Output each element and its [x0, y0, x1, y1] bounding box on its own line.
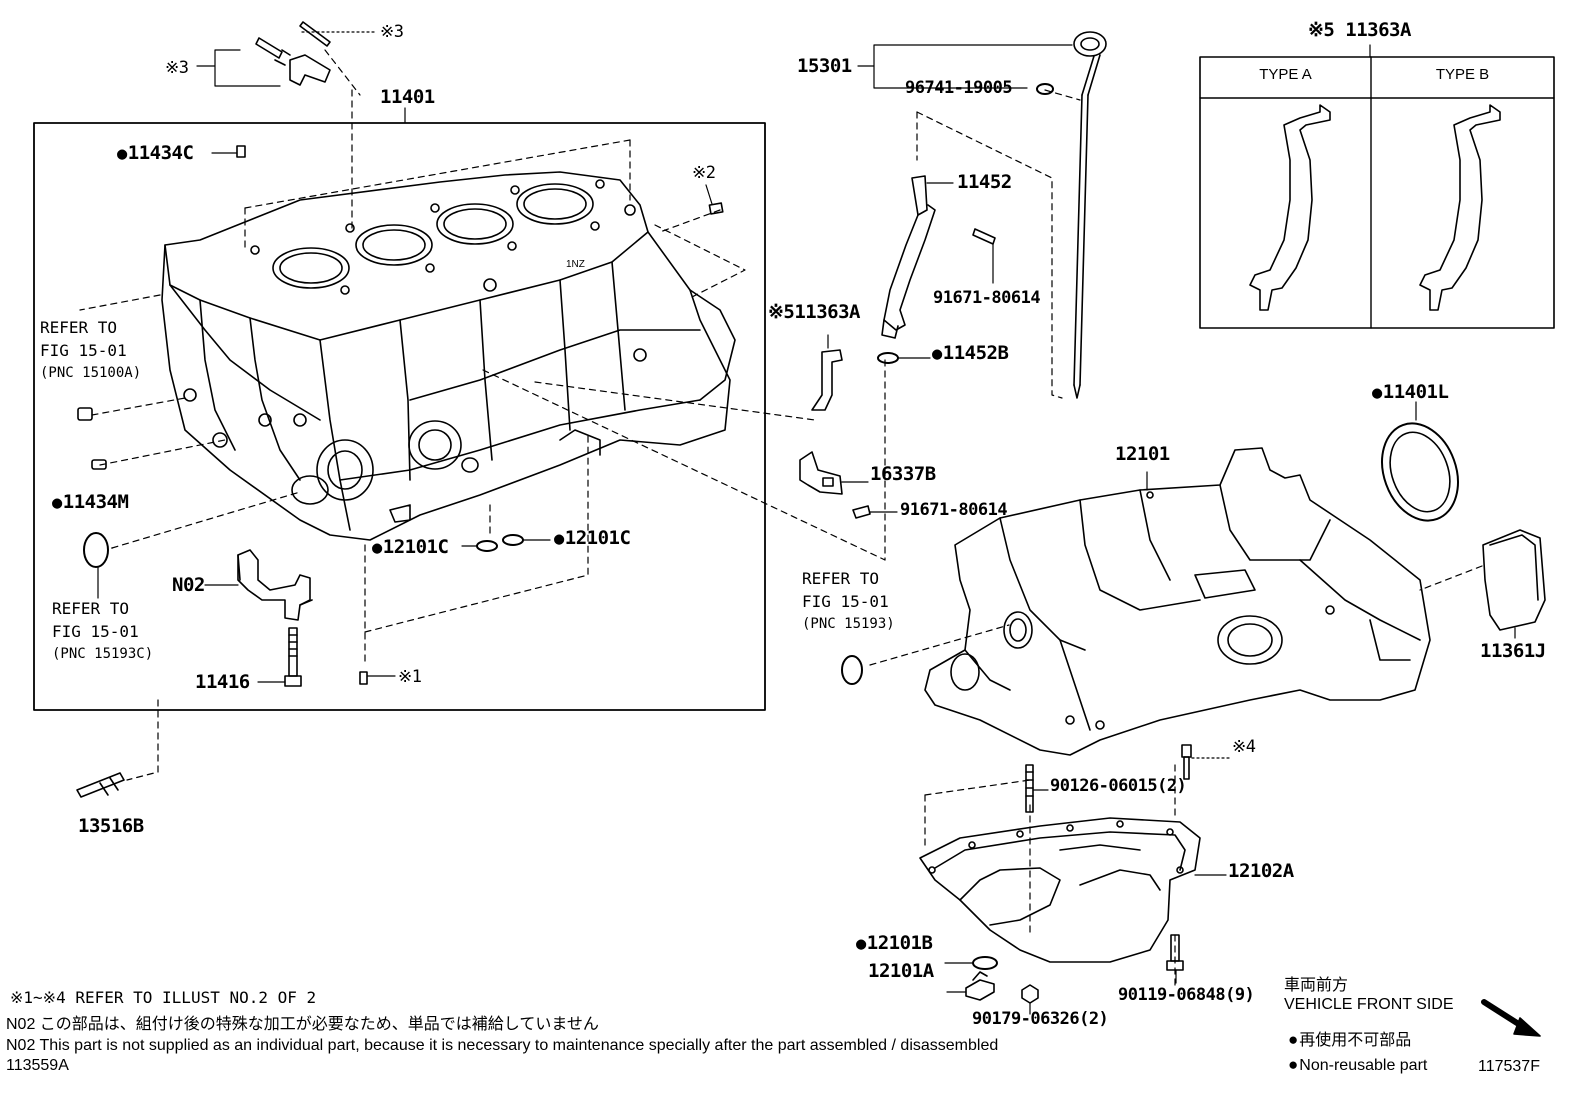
part-11434C-pin: [236, 145, 246, 158]
label-note2: ※2: [692, 163, 716, 183]
part-91671-bolt-b: [852, 505, 871, 519]
label-11363A-mid: ※511363A: [768, 301, 861, 323]
part-11416-bolt: [284, 627, 302, 687]
label-note1: ※1: [398, 667, 422, 687]
oil-pan-upper-12101: [924, 447, 1431, 756]
part-11363A-baffle: [811, 349, 843, 411]
footer-note-jp: N02 この部品は、組付け後の特殊な加工が必要なため、単品では補給していません: [6, 1016, 599, 1033]
part-11452B-oring: [877, 352, 899, 364]
ref2-line3: (PNC 15193C): [52, 646, 154, 662]
svg-text:1NZ: 1NZ: [566, 259, 585, 270]
label-16337B: 16337B: [870, 463, 936, 485]
vehicle-front-arrow-icon: [1513, 1017, 1541, 1037]
label-91671-80614-b: 91671-80614: [900, 500, 1008, 520]
legend-non-reusable-jp: 再使用不可部品: [1288, 1030, 1411, 1051]
part-note1-pin: [359, 671, 368, 685]
type-b-header: TYPE B: [1435, 66, 1490, 83]
part-N02-bearing-cap: [237, 549, 313, 621]
label-12101: 12101: [1115, 443, 1170, 465]
label-12101A: 12101A: [868, 960, 934, 982]
label-12102A: 12102A: [1228, 860, 1294, 882]
part-12101B-gasket: [972, 956, 998, 970]
label-11416: 11416: [195, 671, 250, 693]
label-note3-left: ※3: [165, 58, 189, 78]
label-12101B: 12101B: [856, 932, 933, 955]
label-90126-06015: 90126-06015(2): [1050, 776, 1187, 796]
label-N02: N02: [172, 574, 205, 596]
part-90179-nut: [1021, 984, 1039, 1004]
refer-fig-15193: REFER TO FIG 15-01 (PNC 15193): [802, 567, 895, 636]
part-90126-stud: [1025, 764, 1034, 813]
part-11401L-oil-seal: [1381, 422, 1459, 522]
vehicle-front-jp: 車両前方: [1284, 977, 1349, 994]
part-12101A-drain-plug: [965, 971, 995, 1001]
part-16337B-bracket: [799, 451, 843, 495]
guide-11452: [881, 175, 936, 339]
label-11401L: 11401L: [1372, 381, 1449, 404]
ref1-line1: REFER TO: [40, 318, 118, 337]
part-note4-bolt: [1181, 744, 1192, 780]
legend-non-reusable-en: Non-reusable part: [1288, 1055, 1427, 1076]
part-90119-bolt: [1166, 934, 1184, 971]
part-13516B-pipe: [76, 772, 125, 798]
part-note2-pin: [708, 202, 724, 215]
ref3-line1: REFER TO: [802, 569, 880, 588]
type-a-header: TYPE A: [1259, 66, 1312, 83]
label-13516B: 13516B: [78, 815, 144, 837]
type-a-seal-drawing: [1249, 104, 1331, 311]
label-11434C: 11434C: [117, 142, 194, 165]
footer-note-en: N02 This part is not supplied as an indi…: [6, 1037, 999, 1054]
oil-pan-lower-12102A: [919, 817, 1201, 963]
label-15301: 15301: [797, 55, 852, 77]
ref2-line2: FIG 15-01: [52, 622, 139, 641]
label-11401: 11401: [380, 86, 435, 108]
ref1-line3: (PNC 15100A): [40, 365, 142, 381]
ref3-line3: (PNC 15193): [802, 616, 895, 632]
label-11452B: 11452B: [932, 342, 1009, 365]
part-96741-oring: [1036, 83, 1054, 95]
label-96741-19005: 96741-19005: [905, 78, 1013, 98]
type-b-seal-drawing: [1419, 104, 1501, 311]
label-90119-06848: 90119-06848(9): [1118, 985, 1255, 1005]
part-11434M-pin: [91, 459, 107, 470]
cylinder-block-drawing: 1NZ: [161, 171, 736, 541]
part-seal-ref: [77, 407, 93, 421]
refer-fig-15193C: REFER TO FIG 15-01 (PNC 15193C): [52, 597, 153, 666]
part-11361J-cover: [1482, 529, 1546, 631]
label-note4: ※4: [1232, 737, 1256, 757]
ref2-line1: REFER TO: [52, 599, 130, 618]
label-91671-80614-a: 91671-80614: [933, 288, 1041, 308]
footer-code-right: 117537F: [1478, 1058, 1540, 1075]
label-90179-06326: 90179-06326(2): [972, 1009, 1109, 1029]
dipstick-15301: [1073, 31, 1107, 399]
label-12101C-left: 12101C: [372, 536, 449, 559]
label-11452: 11452: [957, 171, 1012, 193]
ref3-line2: FIG 15-01: [802, 592, 889, 611]
label-12101C-right: 12101C: [554, 527, 631, 550]
label-note3-top: ※3: [380, 22, 404, 42]
part-91671-bolt-a: [972, 228, 996, 245]
refer-fig-15100A: REFER TO FIG 15-01 (PNC 15100A): [40, 316, 141, 385]
block-assembly-frame: [33, 122, 766, 711]
part-oring-ref: [83, 532, 109, 568]
type-box: [1199, 56, 1555, 329]
vehicle-front-en: VEHICLE FRONT SIDE: [1284, 996, 1454, 1013]
footer-refer-note: ※1~※4 REFER TO ILLUST NO.2 OF 2: [10, 988, 317, 1007]
ref1-line2: FIG 15-01: [40, 341, 127, 360]
part-oring-ref3: [841, 655, 863, 685]
label-11363A-top: ※5 11363A: [1308, 19, 1411, 41]
part-12101C-oring-a: [476, 540, 498, 552]
label-11434M: 11434M: [52, 491, 129, 514]
footer-code-left: 113559A: [6, 1057, 69, 1074]
part-12101C-oring-b: [502, 534, 524, 546]
label-11361J: 11361J: [1480, 640, 1546, 662]
